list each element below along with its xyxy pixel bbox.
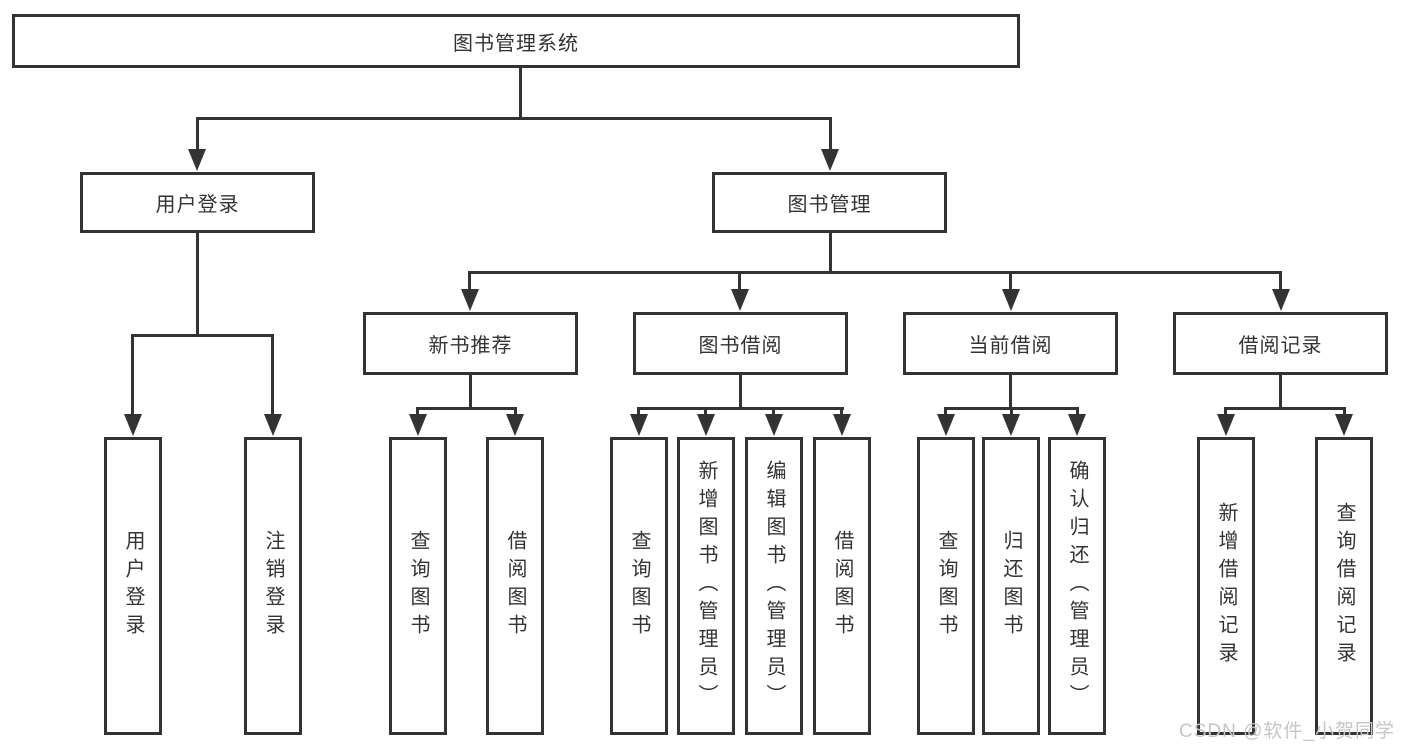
connector-line <box>1279 375 1282 408</box>
connector-line <box>1009 272 1012 292</box>
leaf-query-books-borrow: 查询图书 <box>610 437 668 735</box>
connector-line <box>829 233 832 272</box>
arrow-down-icon <box>506 414 524 436</box>
arrow-down-icon <box>630 414 648 436</box>
connector-line <box>131 334 274 337</box>
arrow-down-icon <box>1335 414 1353 436</box>
arrow-down-icon <box>937 414 955 436</box>
node-root-book-management-system: 图书管理系统 <box>12 14 1020 68</box>
connector-line <box>637 407 844 410</box>
leaf-add-books-admin: 新增图书（管理员） <box>677 437 735 735</box>
leaf-user-login: 用户登录 <box>104 437 162 735</box>
node-label: 当前借阅 <box>968 335 1053 357</box>
connector-line <box>468 272 471 292</box>
leaf-label: 用户登录 <box>122 530 144 642</box>
connector-line <box>1279 272 1282 292</box>
csdn-watermark: CSDN @软件_小贺同学 <box>1179 721 1395 742</box>
connector-line <box>514 408 517 417</box>
arrow-down-icon <box>765 414 783 436</box>
leaf-confirm-return-admin: 确认归还（管理员） <box>1048 437 1106 735</box>
leaf-label: 确认归还（管理员） <box>1066 460 1088 712</box>
leaf-label: 编辑图书（管理员） <box>763 460 785 712</box>
node-label: 新书推荐 <box>428 335 513 357</box>
node-label: 用户登录 <box>155 194 240 216</box>
connector-line <box>468 271 1282 274</box>
connector-line <box>469 375 472 408</box>
leaf-label: 查询借阅记录 <box>1333 502 1355 670</box>
node-label: 图书管理系统 <box>453 32 579 55</box>
leaf-add-borrow-record: 新增借阅记录 <box>1197 437 1255 735</box>
connector-line <box>1009 375 1012 408</box>
connector-line <box>271 335 274 416</box>
connector-line <box>772 408 775 417</box>
arrow-down-icon <box>1002 414 1020 436</box>
node-new-book-recommend: 新书推荐 <box>363 312 578 375</box>
node-current-borrow: 当前借阅 <box>903 312 1118 375</box>
leaf-label: 借阅图书 <box>504 530 526 642</box>
connector-line <box>416 408 419 417</box>
arrow-down-icon <box>731 289 749 311</box>
arrow-down-icon <box>1217 414 1235 436</box>
leaf-label: 归还图书 <box>1000 530 1022 642</box>
connector-line <box>944 408 947 417</box>
connector-line <box>1343 408 1346 417</box>
leaf-edit-books-admin: 编辑图书（管理员） <box>745 437 803 735</box>
connector-line <box>196 117 832 120</box>
node-user-login: 用户登录 <box>80 172 315 233</box>
leaf-logout: 注销登录 <box>244 437 302 735</box>
connector-line <box>738 272 741 292</box>
leaf-query-borrow-record: 查询借阅记录 <box>1315 437 1373 735</box>
arrow-down-icon <box>188 149 206 171</box>
connector-line <box>519 68 522 118</box>
leaf-label: 新增借阅记录 <box>1215 502 1237 670</box>
leaf-query-books-recommend: 查询图书 <box>389 437 447 735</box>
arrow-down-icon <box>697 414 715 436</box>
leaf-borrow-books: 借阅图书 <box>813 437 871 735</box>
connector-line <box>739 375 742 408</box>
connector-line <box>1010 408 1013 417</box>
node-book-management: 图书管理 <box>712 172 947 233</box>
arrow-down-icon <box>124 414 142 436</box>
connector-line <box>196 233 199 335</box>
leaf-borrow-books-recommend: 借阅图书 <box>486 437 544 735</box>
connector-line <box>416 407 517 410</box>
arrow-down-icon <box>1272 289 1290 311</box>
arrow-down-icon <box>1002 289 1020 311</box>
arrow-down-icon <box>461 289 479 311</box>
connector-line <box>704 408 707 417</box>
connector-line <box>840 408 843 417</box>
leaf-label: 借阅图书 <box>831 530 853 642</box>
leaf-label: 查询图书 <box>628 530 650 642</box>
connector-line <box>1224 407 1346 410</box>
arrow-down-icon <box>264 414 282 436</box>
node-label: 借阅记录 <box>1238 335 1323 357</box>
leaf-label: 查询图书 <box>935 530 957 642</box>
arrow-down-icon <box>833 414 851 436</box>
leaf-return-books: 归还图书 <box>982 437 1040 735</box>
node-book-borrow: 图书借阅 <box>633 312 848 375</box>
connector-line <box>131 335 134 416</box>
connector-line <box>829 118 832 152</box>
node-label: 图书管理 <box>787 194 872 216</box>
leaf-label: 新增图书（管理员） <box>695 460 717 712</box>
connector-line <box>637 408 640 417</box>
arrow-down-icon <box>821 149 839 171</box>
leaf-query-books-current: 查询图书 <box>917 437 975 735</box>
arrow-down-icon <box>1068 414 1086 436</box>
node-label: 图书借阅 <box>698 335 783 357</box>
arrow-down-icon <box>409 414 427 436</box>
node-borrow-records: 借阅记录 <box>1173 312 1388 375</box>
leaf-label: 注销登录 <box>262 530 284 642</box>
connector-line <box>196 118 199 152</box>
connector-line <box>1076 408 1079 417</box>
leaf-label: 查询图书 <box>407 530 429 642</box>
connector-line <box>1224 408 1227 417</box>
